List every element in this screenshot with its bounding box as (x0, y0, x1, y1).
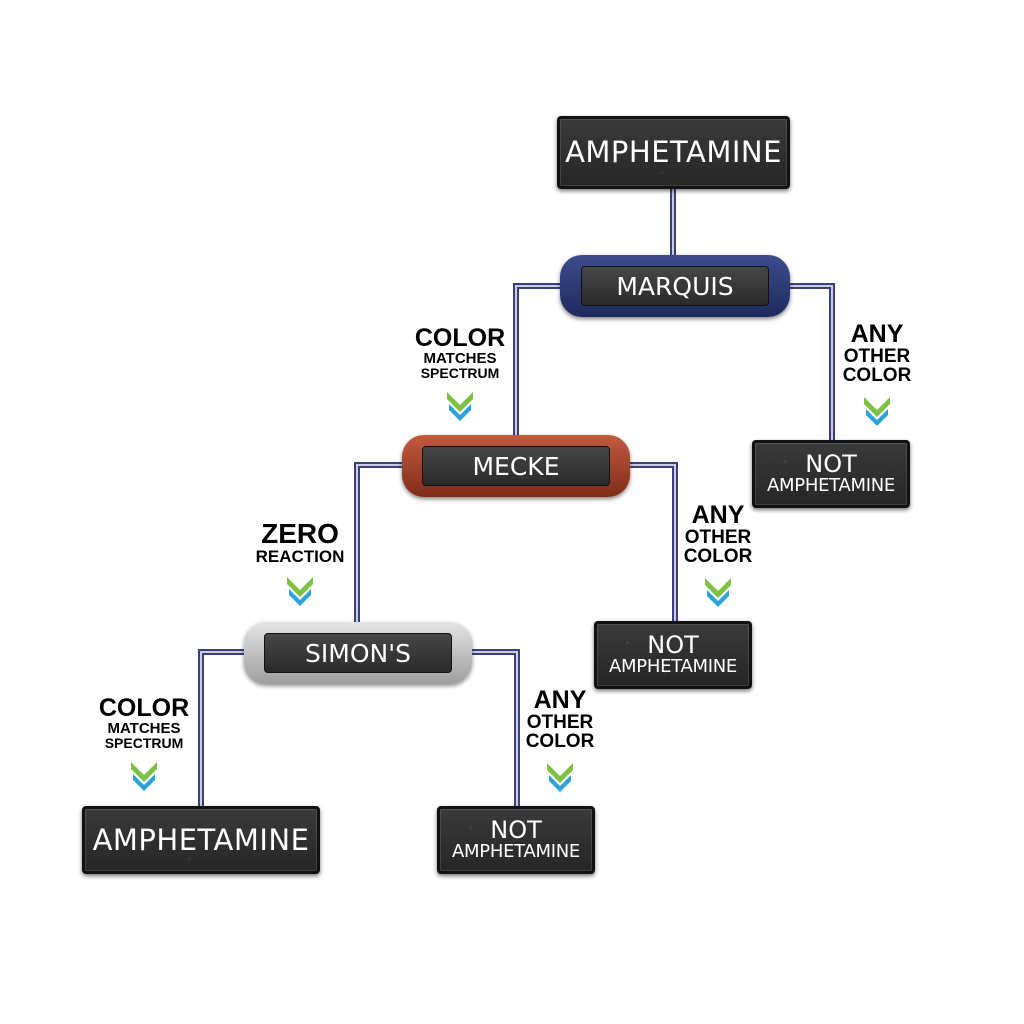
result-amphetamine-node: AMPHETAMINE (82, 806, 320, 874)
marquis-match-condition: COLOR MATCHES SPECTRUM (400, 326, 520, 424)
root-label: AMPHETAMINE (565, 135, 782, 170)
chevron-down-icon (705, 578, 731, 607)
marquis-other-condition: ANY OTHER COLOR (832, 322, 922, 429)
wire-simons-not (467, 649, 520, 811)
root-amphetamine-node: AMPHETAMINE (557, 116, 790, 189)
wire-mecke-simons (354, 462, 407, 627)
wire-marquis-not (784, 283, 835, 445)
wire-simons-positive (198, 649, 251, 811)
simons-other-condition: ANY OTHER COLOR (515, 688, 605, 795)
not-amphetamine-node-simons: NOT AMPHETAMINE (437, 806, 595, 874)
simons-label: SIMON'S (305, 638, 411, 668)
not-amphetamine-node-mecke: NOT AMPHETAMINE (594, 621, 752, 689)
marquis-label: MARQUIS (616, 271, 734, 301)
chevron-down-icon (131, 762, 157, 791)
wire-mecke-not (625, 462, 678, 627)
wire-marquis-mecke (513, 283, 566, 441)
not-amphetamine-node-marquis: NOT AMPHETAMINE (752, 440, 910, 508)
mecke-zero-condition: ZERO REACTION (245, 520, 355, 609)
simons-match-condition: COLOR MATCHES SPECTRUM (84, 696, 204, 794)
chevron-down-icon (547, 763, 573, 792)
chevron-down-icon (864, 397, 890, 426)
chevron-down-icon (447, 392, 473, 421)
simons-test-node: SIMON'S (244, 622, 472, 684)
mecke-label: MECKE (472, 451, 560, 481)
mecke-test-node: MECKE (402, 435, 630, 497)
chevron-down-icon (287, 577, 313, 606)
mecke-other-condition: ANY OTHER COLOR (673, 503, 763, 610)
marquis-test-node: MARQUIS (560, 255, 790, 317)
